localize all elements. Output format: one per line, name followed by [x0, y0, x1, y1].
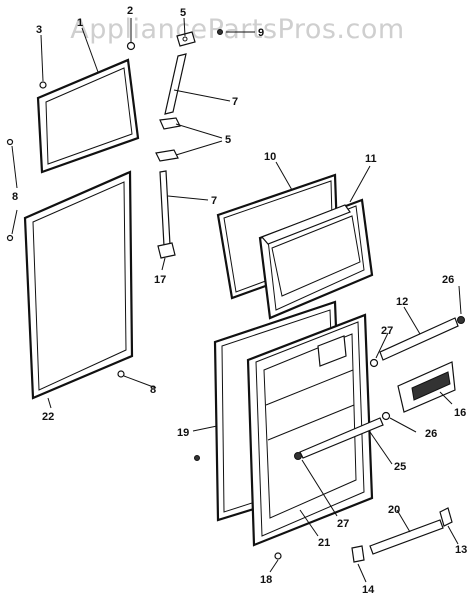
callout-10: 10 — [264, 151, 276, 163]
callout-13: 13 — [455, 544, 467, 556]
center-hinge — [155, 117, 181, 162]
callout-7-lower: 7 — [211, 195, 217, 207]
hinge-rod — [157, 170, 176, 259]
cap-27b — [294, 452, 302, 460]
screw-8c — [117, 370, 125, 378]
callout-19: 19 — [177, 427, 189, 439]
callout-12: 12 — [396, 296, 408, 308]
callout-20: 20 — [388, 504, 400, 516]
callout-1: 1 — [77, 17, 83, 29]
fresh-food-gasket — [23, 170, 134, 400]
callout-7-top: 7 — [232, 96, 238, 108]
cap-27a — [369, 358, 379, 368]
callout-16: 16 — [454, 407, 466, 419]
cap-26a — [457, 316, 465, 324]
leader-lines — [11, 17, 462, 583]
callout-27-top: 27 — [381, 325, 393, 337]
callout-17: 17 — [154, 274, 166, 286]
callout-25: 25 — [394, 461, 406, 473]
callout-26-lower: 26 — [425, 428, 437, 440]
callout-21: 21 — [318, 537, 330, 549]
callout-8-bottom: 8 — [150, 384, 156, 396]
cap-14 — [351, 545, 365, 563]
callout-14: 14 — [362, 584, 375, 596]
screw-8b — [6, 234, 14, 242]
callout-11: 11 — [365, 153, 377, 165]
fastener-2 — [126, 41, 136, 51]
clip-13 — [439, 507, 453, 527]
fastener-3 — [39, 81, 47, 89]
callout-18: 18 — [260, 574, 272, 586]
shelf-bar-20 — [369, 519, 444, 555]
callout-26-top: 26 — [442, 274, 454, 286]
callout-5-top: 5 — [180, 7, 186, 19]
callout-22: 22 — [42, 411, 54, 423]
callout-8-left: 8 — [12, 191, 18, 203]
freezer-gasket — [36, 58, 140, 174]
screw-8a — [6, 138, 14, 146]
shelf-bar-12 — [379, 317, 459, 361]
freezer-door-liner — [258, 198, 374, 320]
callout-2: 2 — [127, 5, 133, 17]
cap-26b — [381, 411, 391, 421]
callout-labels: 1 2 3 5 9 7 5 8 7 10 11 17 26 12 27 8 16… — [12, 5, 467, 596]
fresh-food-door-liner — [246, 313, 374, 547]
small-fastener — [194, 455, 200, 461]
callout-5-center: 5 — [225, 134, 231, 146]
compartment-16 — [397, 361, 456, 413]
top-hinge — [164, 29, 223, 115]
callout-27-lower: 27 — [337, 518, 349, 530]
callout-3: 3 — [36, 24, 42, 36]
callout-9: 9 — [258, 27, 264, 39]
screw-18 — [274, 552, 282, 560]
